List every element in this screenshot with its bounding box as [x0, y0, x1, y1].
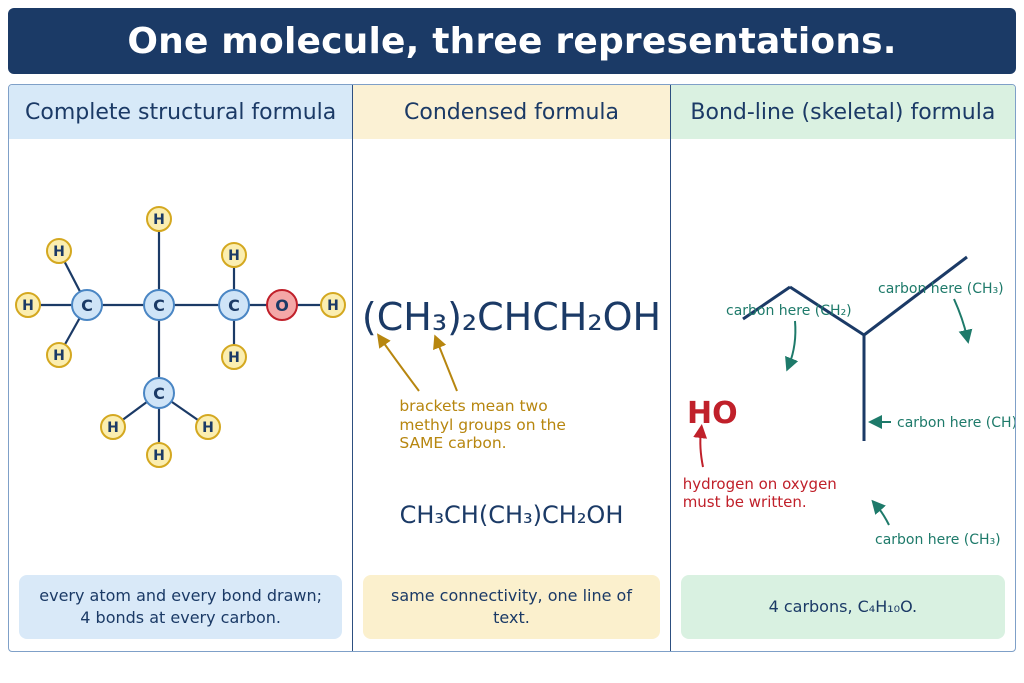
arrow-ch2 [784, 320, 798, 372]
hydrogen-atom: H [46, 342, 72, 368]
carbon-atom: C [218, 289, 250, 321]
svg-text:C: C [228, 296, 240, 315]
hydrogen-atom: H [15, 292, 41, 318]
hydrogen-atom: H [221, 344, 247, 370]
skeletal-bond-o-c1 [741, 285, 791, 321]
svg-text:O: O [275, 296, 289, 315]
skeletal-bonds [741, 255, 968, 441]
svg-text:C: C [153, 296, 165, 315]
condensed-formula-main: (CH₃)₂CHCH₂OH [361, 295, 662, 339]
hydrogen-atom: H [46, 238, 72, 264]
hydrogen-atom: H [195, 414, 221, 440]
panel-structural-body: H H H H H [9, 139, 352, 651]
label-carbon-ch: carbon here (CH) [897, 415, 1016, 431]
svg-text:H: H [53, 244, 65, 260]
carbon-atom: C [71, 289, 103, 321]
bracket-annotation: brackets mean two methyl groups on the S… [399, 397, 566, 453]
panels-container: Complete structural formula [8, 84, 1016, 652]
hydrogen-atom: H [146, 206, 172, 232]
carbon-atom: C [143, 377, 175, 409]
label-carbon-ch3-bottom: carbon here (CH₃) [875, 532, 1001, 548]
svg-text:C: C [81, 296, 93, 315]
svg-text:H: H [53, 348, 65, 364]
hydrogen-atom: H [146, 442, 172, 468]
condensed-note: same connectivity, one line of text. [363, 575, 660, 639]
skeletal-bond-c2-c3 [862, 255, 968, 337]
panel-condensed-body: (CH₃)₂CHCH₂OH brackets mean two methyl g… [353, 139, 669, 651]
carbon-atom: C [143, 289, 175, 321]
oxygen-atom: O [266, 289, 298, 321]
skeletal-bond-c1-c2 [788, 285, 865, 337]
structural-note: every atom and every bond drawn; 4 bonds… [19, 575, 343, 639]
panel-condensed: Condensed formula (CH₃)₂CHCH₂OH brackets… [352, 85, 670, 651]
svg-text:H: H [153, 212, 165, 228]
arrow-ch3-top [952, 298, 973, 344]
panel-structural-heading: Complete structural formula [9, 85, 353, 139]
svg-text:H: H [228, 350, 240, 366]
svg-text:H: H [153, 448, 165, 464]
condensed-formula-alt: CH₃CH(CH₃)CH₂OH [399, 501, 624, 529]
bracket-arrows [377, 333, 459, 392]
skeletal-diagram: HO carbon here (CH₂) carbon here (CH₃) c… [687, 255, 1016, 548]
svg-text:H: H [327, 298, 339, 314]
panel-skeletal-body: HO carbon here (CH₂) carbon here (CH₃) c… [671, 139, 1016, 651]
label-carbon-ch2: carbon here (CH₂) [726, 303, 852, 319]
svg-text:H: H [22, 298, 34, 314]
hydrogen-atom: H [100, 414, 126, 440]
svg-text:C: C [153, 384, 165, 403]
arrow-ch3-bottom [871, 499, 890, 526]
skeletal-note: 4 carbons, C₄H₁₀O. [680, 575, 1005, 639]
svg-text:H: H [228, 248, 240, 264]
arrow-bracket-close [433, 334, 459, 392]
hydrogen-atom: H [221, 242, 247, 268]
arrow-hydrogen [692, 424, 707, 468]
svg-text:H: H [107, 420, 119, 436]
panel-condensed-heading: Condensed formula [353, 85, 670, 139]
label-carbon-ch3-top: carbon here (CH₃) [878, 281, 1004, 297]
structural-diagram: H H H H H [15, 206, 346, 468]
structural-bonds [28, 219, 333, 455]
panel-structural: Complete structural formula [9, 85, 353, 651]
page-title: One molecule, three representations. [127, 20, 897, 62]
arrow-bracket-open [377, 333, 421, 392]
svg-text:H: H [202, 420, 214, 436]
hydrogen-note: hydrogen on oxygen must be written. [682, 475, 837, 511]
panel-skeletal-heading: Bond-line (skeletal) formula [670, 85, 1015, 139]
title-banner: One molecule, three representations. [8, 8, 1016, 74]
panel-skeletal: Bond-line (skeletal) formula H [669, 85, 1016, 651]
ho-label: HO [687, 396, 738, 431]
hydrogen-atom: H [320, 292, 346, 318]
